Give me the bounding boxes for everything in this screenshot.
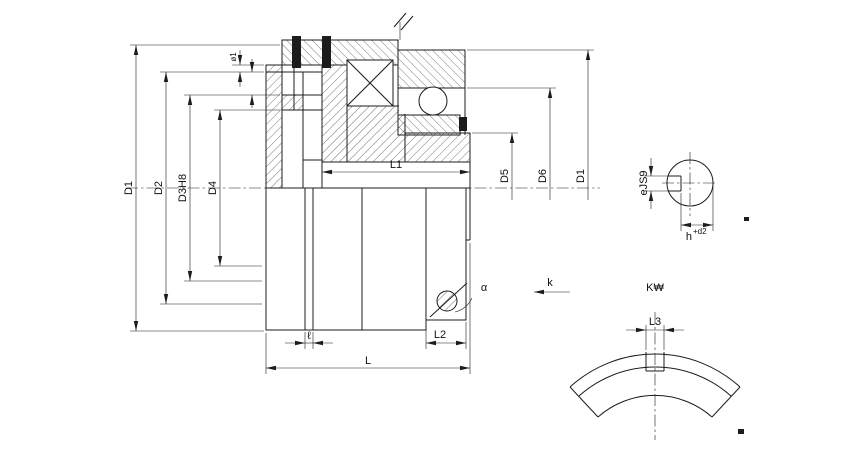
view-k-title: K₩ [646,282,664,294]
left-diameter-dimensions: D1 D2 D3H8 D4 ø1 [123,44,280,332]
dim-label-d1-left: D1 [123,181,135,195]
part-outside-view [265,187,473,331]
right-diameter-dimensions: D5 D6 D1 [467,49,594,200]
dim-label-l-small: ℓ [307,330,311,342]
dim-label-d4: D4 [207,181,219,195]
reference-marks [738,217,749,434]
dim-label-alpha: α [481,282,488,294]
outer-arc [569,353,741,388]
housing-block-section [397,49,466,89]
flange-gland-section [281,94,304,111]
angle-arc [454,297,473,313]
view-k-detail: K₩ L3 [569,282,741,440]
flange-wall-section [265,64,283,189]
length-dimensions: L1 ℓ L2 L α [265,159,488,374]
dim-label-phi1: ø1 [229,52,238,62]
dim-label-keyway-depth: h [686,231,692,243]
dim-label-l2: L2 [434,329,446,341]
seal-detail [436,290,458,312]
reference-dot [744,217,749,221]
dim-label-l: L [365,355,371,367]
dim-label-d1-right: D1 [575,169,587,183]
bearing-lower-block-section [397,114,461,136]
dim-label-d2: D2 [153,181,165,195]
view-k-arrow: k [534,277,570,295]
sleeve-extension [425,187,467,321]
part-section-view [265,36,471,189]
seal [459,117,467,131]
inner-arc [597,394,713,418]
shaft-keyway-section: eJS9 h +d2 [638,152,718,243]
bolt [292,36,301,68]
hub-right-section [404,132,471,163]
bolt [322,36,331,68]
hub-wall-section [321,64,348,163]
surface-finish-mark [393,12,414,40]
view-arrow-label: k [547,277,553,289]
dim-label-keyway-width: eJS9 [638,170,650,195]
rim-arc [578,366,732,397]
dim-label-l1: L1 [390,159,402,171]
dim-label-l3: L3 [649,316,661,328]
reference-dot [738,429,744,434]
dim-label-d6: D6 [537,169,549,183]
sleeve-body [265,187,427,331]
hub-body-section [346,105,406,163]
dim-label-d3: D3H8 [177,174,189,202]
ball-bearing [418,86,448,116]
dim-label-keyway-depth-tolerance: +d2 [693,227,707,236]
dim-label-d5: D5 [499,169,511,183]
